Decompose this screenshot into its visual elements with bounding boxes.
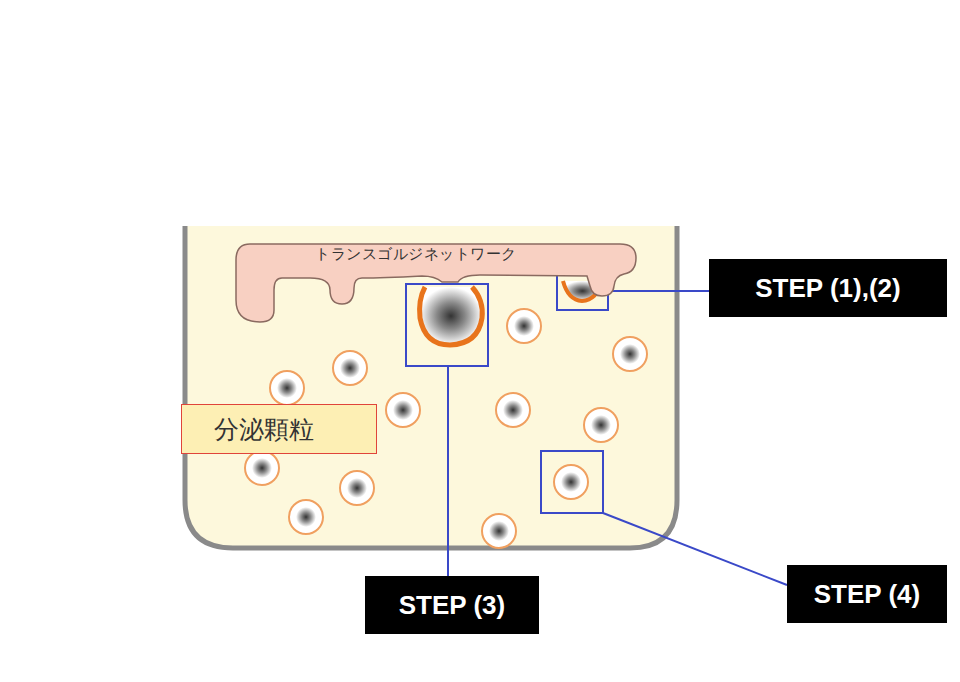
leader-line [608,290,709,292]
step-label: STEP (3) [365,576,539,634]
label-box: 分泌顆粒 [181,404,377,454]
step-label-text: STEP (3) [399,590,505,621]
label-text: トランスゴルジネットワーク [315,245,517,264]
leader-line [447,366,449,576]
step3-highlight [406,284,488,366]
step-label: STEP (4) [787,565,947,623]
leader-line [603,513,787,585]
trans-golgi-network: トランスゴルジネットワーク [230,238,640,330]
step4-highlight [541,451,603,513]
step-label-text: STEP (1),(2) [755,273,900,304]
budding-vesicle-large [420,287,483,345]
step-label: STEP (1),(2) [709,259,947,317]
cell-outline [185,226,677,548]
step-label-text: STEP (4) [814,579,920,610]
label-text: 分泌顆粒 [214,413,314,446]
